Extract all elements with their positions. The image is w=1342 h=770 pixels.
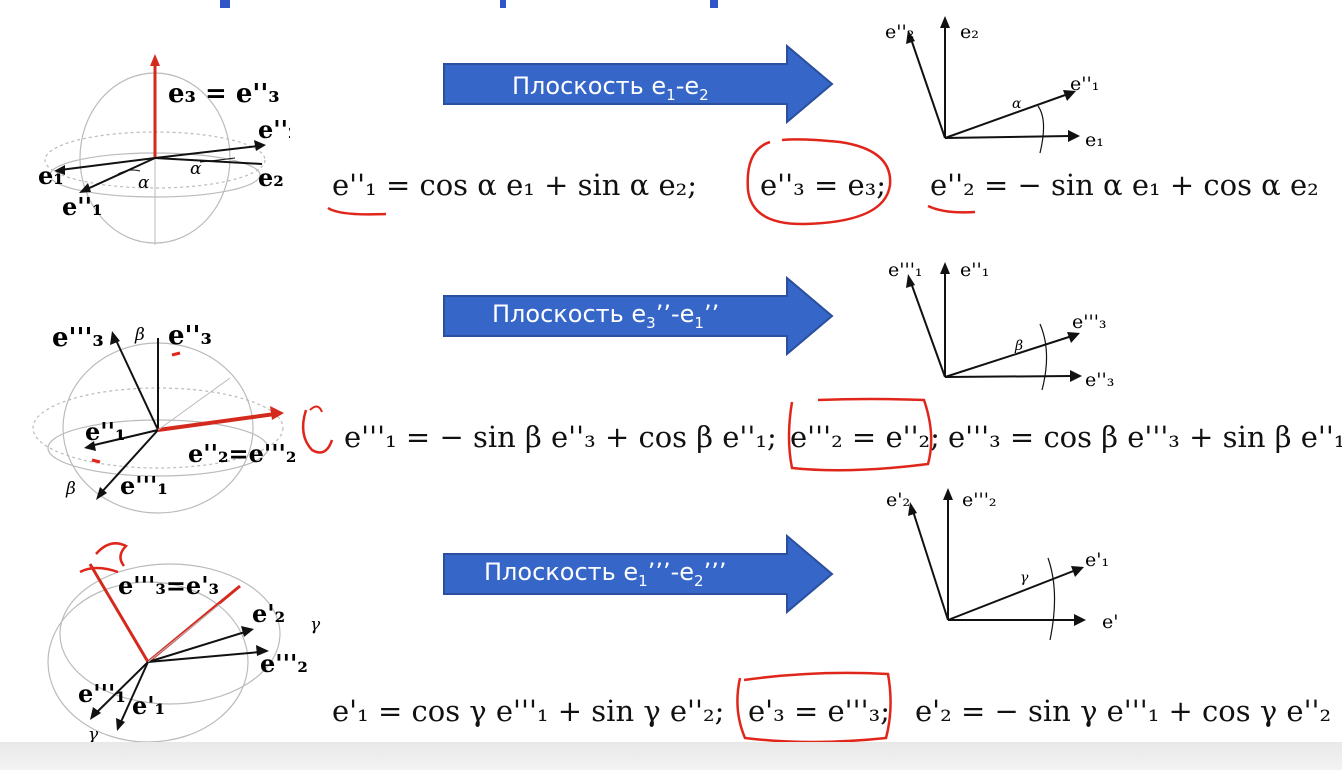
- equation-3a: e'₁ = cos γ e'''₁ + sin γ e''₂;: [332, 694, 725, 728]
- diagram-1-label-v2: e₂: [960, 21, 979, 43]
- sphere3-label-left-upper: e'''₁: [78, 679, 126, 708]
- diagram-1-label-v1: e''₂: [885, 21, 914, 43]
- sphere2-label-mid-left: e''₁: [85, 417, 125, 446]
- sphere3-angle-1: γ: [310, 615, 321, 635]
- plane-diagram-1: e''₂ e₂ e''₁ e₁ α: [885, 16, 1104, 154]
- sphere3-label-left-lower: e'₁: [132, 691, 165, 720]
- sphere-label-e1pp: e''₁: [62, 192, 102, 221]
- plane-arrow-label-3: Плоскость e1’’’-e2’’’: [484, 558, 727, 590]
- equation-1a: e''₁ = cos α e₁ + sin α e₂;: [332, 168, 698, 202]
- plane-diagram-2: e'''₁ e''₁ e'''₃ e''₃ β: [888, 259, 1114, 391]
- diagram-1-label-v4: e₁: [1085, 129, 1104, 151]
- equation-2b: e'''₂ = e''₂;: [790, 420, 940, 454]
- sphere2-angle-1: β: [134, 325, 145, 345]
- sphere3-angle-2: γ: [88, 725, 99, 744]
- diagram-2-label-v2: e''₁: [960, 259, 989, 281]
- sphere-diagram-2: e'''₃ e''₃ e''₁ e''₂=e'''₂ e'''₁ β β: [32, 321, 296, 514]
- sphere-diagram-1: e₃ = e''₃ e''₂ e₂ e₁ e''₁ α α: [38, 54, 290, 245]
- plane-arrow-label-1: Плоскость e1-e2: [512, 72, 709, 104]
- sphere2-label-bottom: e'''₁: [120, 471, 168, 500]
- equation-1b: e''₃ = e₃;: [760, 168, 887, 202]
- plane-arrow-2: Плоскость e3’’-e1’’: [442, 275, 834, 357]
- diagram-2-label-v4: e''₃: [1085, 369, 1114, 391]
- diagram-1-angle: α: [1012, 96, 1022, 112]
- sphere-label-e1: e₁: [38, 161, 64, 190]
- sphere2-angle-2: β: [65, 479, 76, 499]
- equation-2c: e'''₃ = cos β e'''₃ + sin β e''₁: [948, 420, 1342, 454]
- sphere3-label-right-lower: e'''₂: [260, 649, 308, 678]
- sphere-label-e2pp: e''₂: [258, 115, 290, 144]
- equation-1c: e''₂ = − sin α e₁ + cos α e₂: [930, 168, 1319, 202]
- sphere-label-e2: e₂: [258, 163, 284, 192]
- diagram-3-angle: γ: [1020, 570, 1029, 586]
- sphere3-label-right-upper: e'₂: [252, 599, 285, 628]
- plane-diagram-3: e'₂ e'''₂ e'₁ e'''₁ γ: [886, 488, 1120, 641]
- diagram-1-label-v3: e''₁: [1070, 73, 1099, 95]
- sphere2-label-top-left: e'''₃: [52, 323, 104, 353]
- sphere-label-e3: e₃ = e''₃: [168, 79, 280, 109]
- diagram-2-angle: β: [1014, 338, 1023, 354]
- plane-arrow-label-2: Плоскость e3’’-e1’’: [492, 300, 720, 332]
- slide-title-fragment: [200, 0, 720, 8]
- equation-2a: e'''₁ = − sin β e''₃ + cos β e''₁;: [344, 420, 777, 454]
- rotation-row-2: e'''₃ e''₃ e''₁ e''₂=e'''₂ e'''₁ β β Пло…: [0, 250, 1342, 520]
- sphere-angle-2: α: [190, 159, 202, 179]
- plane-arrow-1: Плоскость e1-e2: [442, 43, 834, 125]
- equation-3c: e'₂ = − sin γ e'''₁ + cos γ e''₂: [915, 694, 1332, 728]
- video-player-bottom-bar: [0, 742, 1342, 770]
- diagram-2-label-v1: e'''₁: [888, 259, 923, 281]
- rotation-row-1: e₃ = e''₃ e''₂ e₂ e₁ e''₁ α α Плоскость …: [0, 0, 1342, 250]
- plane-arrow-3: Плоскость e1’’’-e2’’’: [442, 533, 834, 615]
- diagram-3-label-v3: e'₁: [1085, 549, 1109, 571]
- diagram-2-label-v3: e'''₃: [1072, 311, 1107, 333]
- diagram-3-label-v4: e'''₁: [1102, 611, 1120, 633]
- sphere2-label-mid-right: e''₂=e'''₂: [188, 439, 296, 468]
- diagram-3-label-v2: e'''₂: [962, 489, 997, 511]
- sphere3-label-top: e'''₃=e'₃: [118, 571, 219, 600]
- sphere2-label-top-right: e''₃: [168, 321, 212, 351]
- rotation-row-3: e'''₃=e'₃ e'₂ e'''₂ e'''₁ e'₁ γ γ Плоско…: [0, 488, 1342, 744]
- sphere-angle-1: α: [138, 173, 150, 193]
- diagram-3-label-v1: e'₂: [886, 489, 910, 511]
- equation-3b: e'₃ = e'''₃;: [748, 694, 890, 728]
- sphere-diagram-3: e'''₃=e'₃ e'₂ e'''₂ e'''₁ e'₁ γ γ: [47, 563, 321, 744]
